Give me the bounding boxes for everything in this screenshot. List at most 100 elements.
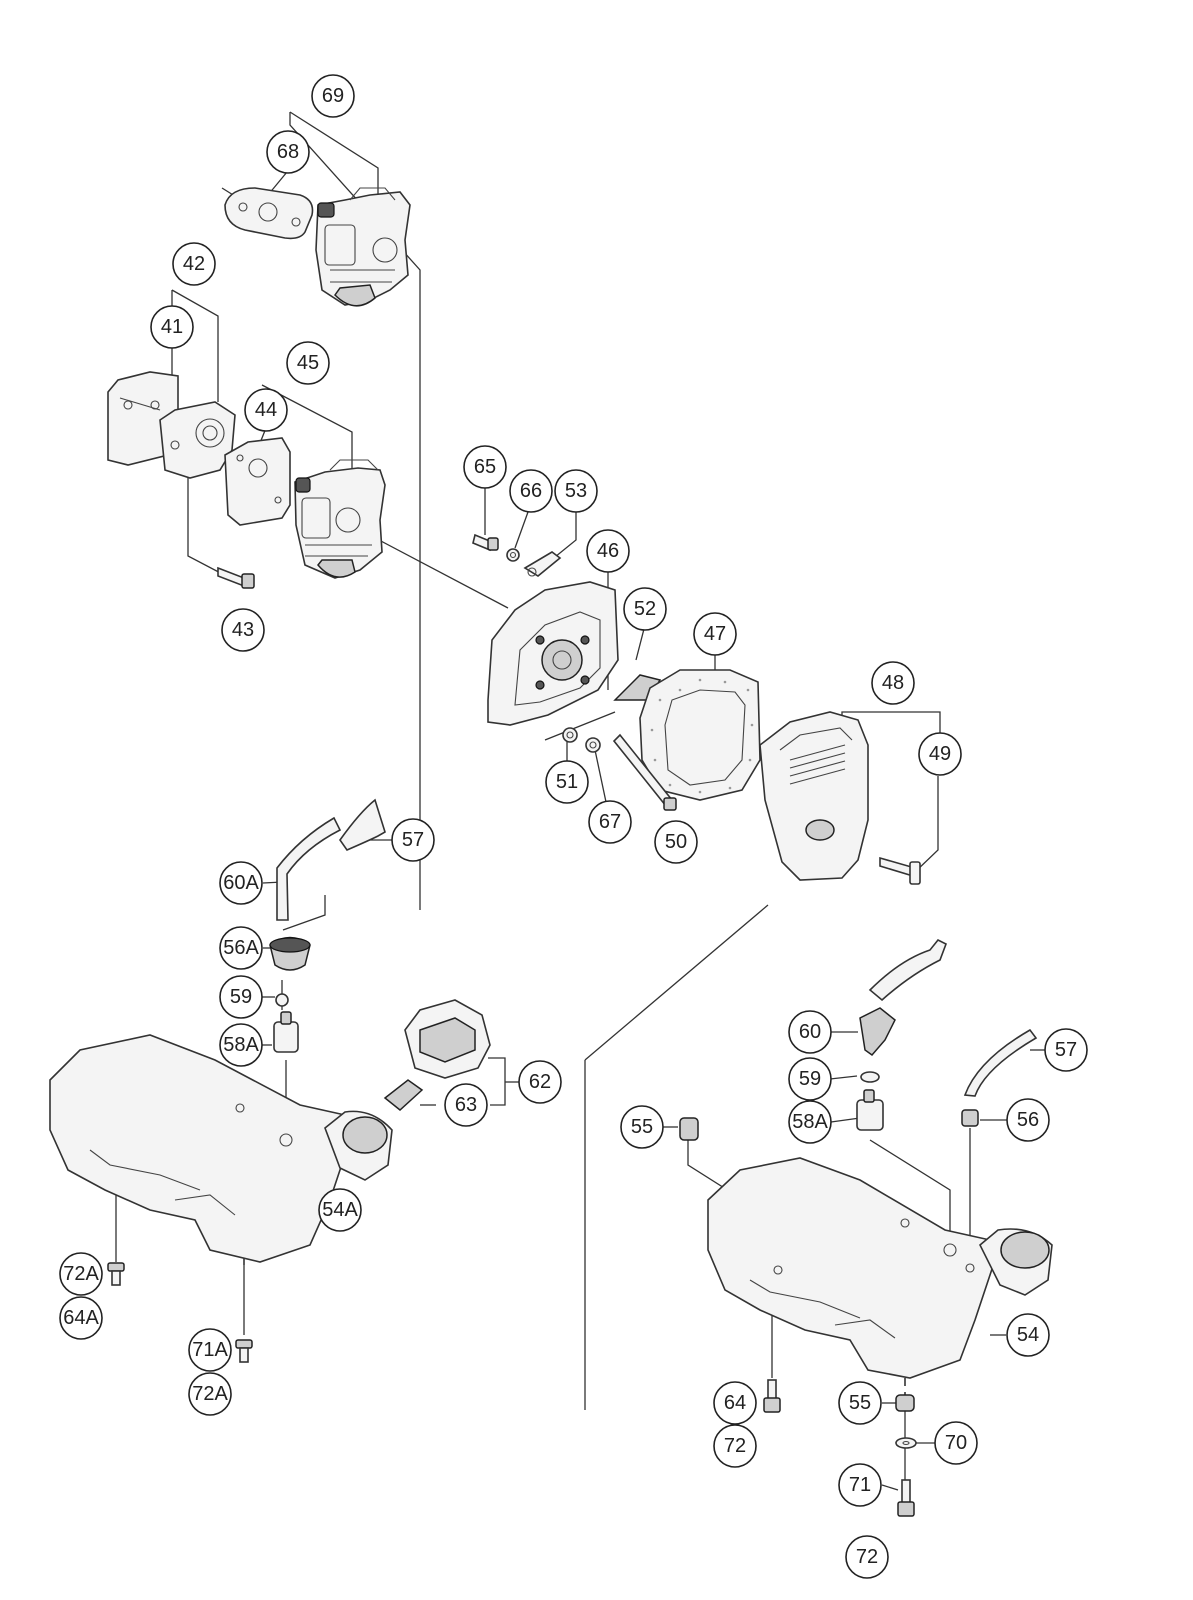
callouts: 69 68 42 41 45 44 43 65 66 53 46 52 47 4…: [59, 74, 1088, 1579]
screw-71: [897, 1479, 915, 1517]
gasket-44: [224, 437, 291, 526]
svg-text:57: 57: [402, 829, 424, 851]
svg-text:42: 42: [183, 253, 205, 275]
callout-46: 46: [586, 529, 630, 573]
clip-59-left: [275, 993, 289, 1007]
svg-text:45: 45: [297, 352, 319, 374]
callout-44: 44: [244, 388, 288, 432]
grommet-56A: [269, 936, 311, 971]
callout-51: 51: [545, 760, 589, 804]
callout-70: 70: [934, 1421, 978, 1465]
callout-47: 47: [693, 612, 737, 656]
callout-57-left: 57: [391, 818, 435, 862]
svg-text:64: 64: [724, 1392, 746, 1414]
callout-59-left: 59: [219, 975, 263, 1019]
gasket-68: [224, 187, 314, 240]
svg-text:72A: 72A: [192, 1383, 228, 1405]
svg-text:55: 55: [631, 1116, 653, 1138]
callout-53: 53: [554, 469, 598, 513]
svg-text:68: 68: [277, 141, 299, 163]
callout-49: 49: [918, 732, 962, 776]
filter-58A-left: [273, 1011, 299, 1053]
svg-text:44: 44: [255, 399, 277, 421]
callout-52: 52: [623, 587, 667, 631]
svg-text:62: 62: [529, 1071, 551, 1093]
svg-text:60: 60: [799, 1021, 821, 1043]
callout-64: 64: [713, 1381, 757, 1425]
callout-62: 62: [518, 1060, 562, 1104]
grommet-55-top: [679, 1117, 699, 1141]
callout-64A: 64A: [59, 1296, 103, 1340]
svg-text:72: 72: [724, 1435, 746, 1457]
carburetor-69: [315, 187, 411, 307]
svg-text:41: 41: [161, 316, 183, 338]
svg-text:55: 55: [849, 1392, 871, 1414]
callout-66: 66: [509, 469, 553, 513]
air-filter-element-47: [639, 669, 761, 801]
callout-63: 63: [444, 1083, 488, 1127]
svg-text:69: 69: [322, 85, 344, 107]
cap-gasket-63: [383, 1079, 424, 1111]
air-cleaner-cover-48: [759, 711, 869, 881]
clip-59-right: [860, 1071, 880, 1083]
leader-lines: [115, 111, 1045, 1500]
washer-66: [506, 548, 520, 562]
callout-72A-bottom: 72A: [188, 1372, 232, 1416]
washer-51: [562, 727, 578, 743]
callout-55-bottom: 55: [838, 1381, 882, 1425]
callout-41: 41: [150, 305, 194, 349]
bolt-43: [217, 566, 255, 589]
svg-text:52: 52: [634, 598, 656, 620]
callout-58A-right: 58A: [788, 1100, 832, 1144]
grommet-56: [961, 1109, 979, 1127]
filter-58A-right: [856, 1089, 884, 1131]
fuel-tube-57-right: [963, 1028, 1038, 1097]
screw-71A: [235, 1339, 253, 1363]
svg-text:47: 47: [704, 623, 726, 645]
callout-43: 43: [221, 608, 265, 652]
air-cleaner-base-46: [487, 581, 619, 726]
svg-text:54: 54: [1017, 1324, 1039, 1346]
callout-65: 65: [463, 445, 507, 489]
tank-cap-62: [404, 999, 491, 1079]
svg-text:66: 66: [520, 480, 542, 502]
svg-text:56: 56: [1017, 1109, 1039, 1131]
callout-54: 54: [1006, 1313, 1050, 1357]
callout-50: 50: [654, 820, 698, 864]
washer-70: [895, 1437, 917, 1449]
callout-57-right: 57: [1044, 1028, 1088, 1072]
svg-text:50: 50: [665, 831, 687, 853]
parts: [49, 187, 1053, 1517]
svg-text:63: 63: [455, 1094, 477, 1116]
svg-text:72: 72: [856, 1546, 878, 1568]
svg-text:72A: 72A: [63, 1263, 99, 1285]
svg-text:48: 48: [882, 672, 904, 694]
fitting-60: [859, 1007, 896, 1057]
callout-55-top: 55: [620, 1105, 664, 1149]
svg-text:51: 51: [556, 771, 578, 793]
callout-42: 42: [172, 242, 216, 286]
callout-58A-left: 58A: [219, 1023, 263, 1067]
svg-text:65: 65: [474, 456, 496, 478]
callout-72-top: 72: [713, 1424, 757, 1468]
fuel-tank-54A: [49, 1034, 393, 1263]
callout-54A: 54A: [318, 1188, 362, 1232]
fuel-tank-54: [707, 1157, 1053, 1379]
svg-text:56A: 56A: [223, 937, 259, 959]
nut-67: [585, 737, 601, 753]
knob-bolt-49: [879, 856, 921, 885]
intake-spacer-42: [159, 401, 236, 479]
callout-72A-top: 72A: [59, 1252, 103, 1296]
svg-text:58A: 58A: [223, 1034, 259, 1056]
callout-56A: 56A: [219, 926, 263, 970]
fuel-tube-60-right: [868, 938, 948, 1002]
choke-lever-53: [523, 551, 562, 577]
callout-60A: 60A: [219, 861, 263, 905]
callout-71A: 71A: [188, 1328, 232, 1372]
svg-text:46: 46: [597, 540, 619, 562]
screw-64: [763, 1379, 781, 1413]
callout-59-right: 59: [788, 1057, 832, 1101]
svg-text:49: 49: [929, 743, 951, 765]
callout-67: 67: [588, 800, 632, 844]
